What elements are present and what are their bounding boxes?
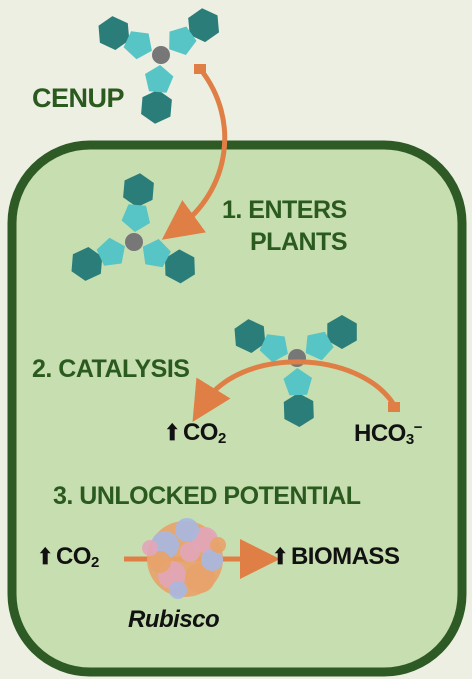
uptake-arrow-tail xyxy=(194,64,206,74)
bicarbonate-label: HCO3− xyxy=(354,419,422,448)
pentagon-ring xyxy=(283,368,312,396)
up-arrow-icon: ⬆ xyxy=(37,544,53,569)
hexagon-ring xyxy=(283,393,314,427)
rubisco-subunit xyxy=(175,518,199,542)
hexagon-ring xyxy=(188,8,219,43)
pentagon-ring xyxy=(96,237,125,266)
rubisco-subunit xyxy=(201,549,223,571)
rubisco-protein-icon xyxy=(142,518,226,599)
rubisco-subunit xyxy=(210,537,226,553)
step1-label-line2: PLANTS xyxy=(250,228,348,256)
hexagon-ring xyxy=(327,315,357,349)
rubisco-subunit xyxy=(180,542,200,562)
hexagon-ring xyxy=(234,319,266,353)
biomass-label: ⬆BIOMASS xyxy=(272,543,400,570)
rubisco-label: Rubisco xyxy=(128,606,220,633)
pentagon-ring xyxy=(305,331,334,361)
up-arrow-icon: ⬆ xyxy=(272,544,288,569)
center-node xyxy=(125,233,143,251)
pentagon-ring xyxy=(123,31,152,60)
cenup-molecule-icon xyxy=(71,173,195,284)
pentagon-ring xyxy=(169,26,197,55)
step2-label: 2. CATALYSIS xyxy=(32,355,190,383)
pentagon-ring xyxy=(121,204,150,232)
hexagon-ring xyxy=(141,89,172,124)
step1-label-line1: 1. ENTERS xyxy=(222,196,347,224)
rubisco-subunit xyxy=(149,551,171,573)
hexagon-ring xyxy=(98,16,130,51)
pentagon-ring xyxy=(259,334,288,363)
rubisco-subunit xyxy=(169,581,187,599)
cenup-label: CENUP xyxy=(32,83,125,113)
co2-input-label: ⬆CO2 xyxy=(37,543,99,571)
rubisco-subunit xyxy=(142,540,158,556)
catalysis-arrow-tail xyxy=(388,402,400,412)
catalysis-arrow xyxy=(192,359,397,423)
plant-cell xyxy=(7,140,467,677)
hexagon-ring xyxy=(71,247,103,281)
pentagon-ring xyxy=(145,65,174,93)
hexagon-ring xyxy=(123,173,154,208)
center-node xyxy=(152,46,170,64)
rubisco-subunit xyxy=(185,563,215,593)
step3-label: 3. UNLOCKED POTENTIAL xyxy=(53,482,361,510)
cenup-molecule-icon xyxy=(98,8,219,124)
pentagon-ring xyxy=(142,239,171,268)
uptake-arrow xyxy=(161,68,228,240)
hexagon-ring xyxy=(164,249,195,284)
up-arrow-icon: ⬆ xyxy=(164,420,180,445)
co2-increase-label: ⬆CO2 xyxy=(164,419,226,447)
